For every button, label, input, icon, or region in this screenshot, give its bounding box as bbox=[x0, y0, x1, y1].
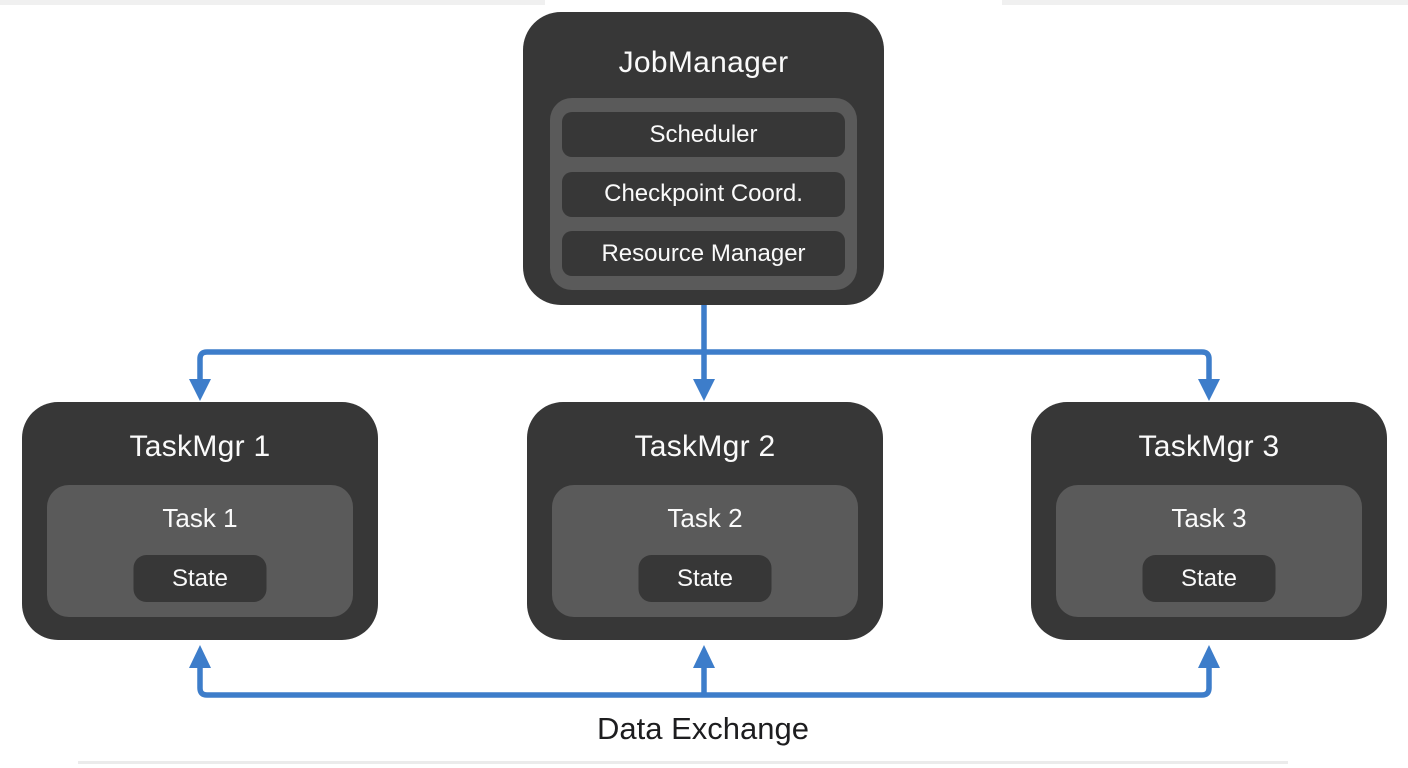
task-manager-1-task-container: Task 1 State bbox=[47, 485, 353, 617]
task-manager-1-node: TaskMgr 1 Task 1 State bbox=[22, 402, 378, 640]
edge-artifact-bottom bbox=[78, 761, 1288, 764]
job-manager-title: JobManager bbox=[618, 46, 789, 79]
edge-artifact-top-right bbox=[1002, 0, 1408, 5]
task-manager-2-task-container: Task 2 State bbox=[552, 485, 858, 617]
task-2-label: Task 2 bbox=[667, 503, 743, 533]
component-resource-manager: Resource Manager bbox=[562, 231, 845, 276]
task-manager-2-node: TaskMgr 2 Task 2 State bbox=[527, 402, 883, 640]
task-manager-3-title: TaskMgr 3 bbox=[1138, 430, 1280, 463]
data-exchange-label: Data Exchange bbox=[597, 711, 809, 746]
task-manager-3-node: TaskMgr 3 Task 3 State bbox=[1031, 402, 1387, 640]
job-manager-node: JobManager Scheduler Checkpoint Coord. R… bbox=[523, 12, 884, 305]
jobmanager-distribution-line bbox=[197, 349, 1212, 381]
arrowhead-up-icon bbox=[189, 645, 211, 668]
component-checkpoint-coordinator: Checkpoint Coord. bbox=[562, 171, 845, 217]
edge-artifact-top-left bbox=[0, 0, 545, 5]
arrowhead-up-icon bbox=[1198, 645, 1220, 668]
task-manager-2-title: TaskMgr 2 bbox=[634, 430, 776, 463]
arrowhead-up-icon bbox=[693, 645, 715, 668]
job-manager-components-container: Scheduler Checkpoint Coord. Resource Man… bbox=[550, 98, 857, 290]
task-3-state-box: State bbox=[1142, 555, 1276, 602]
task-2-state-box: State bbox=[638, 555, 772, 602]
arrowhead-down-icon bbox=[693, 379, 715, 401]
task-manager-3-task-container: Task 3 State bbox=[1056, 485, 1362, 617]
task-manager-1-title: TaskMgr 1 bbox=[129, 430, 271, 463]
task-3-label: Task 3 bbox=[1171, 503, 1247, 533]
task-1-label: Task 1 bbox=[162, 503, 238, 533]
arrowhead-down-icon bbox=[1198, 379, 1220, 401]
component-scheduler: Scheduler bbox=[562, 112, 845, 157]
data-exchange-line bbox=[197, 667, 1212, 698]
task-1-state-box: State bbox=[133, 555, 267, 602]
arrowhead-down-icon bbox=[189, 379, 211, 401]
